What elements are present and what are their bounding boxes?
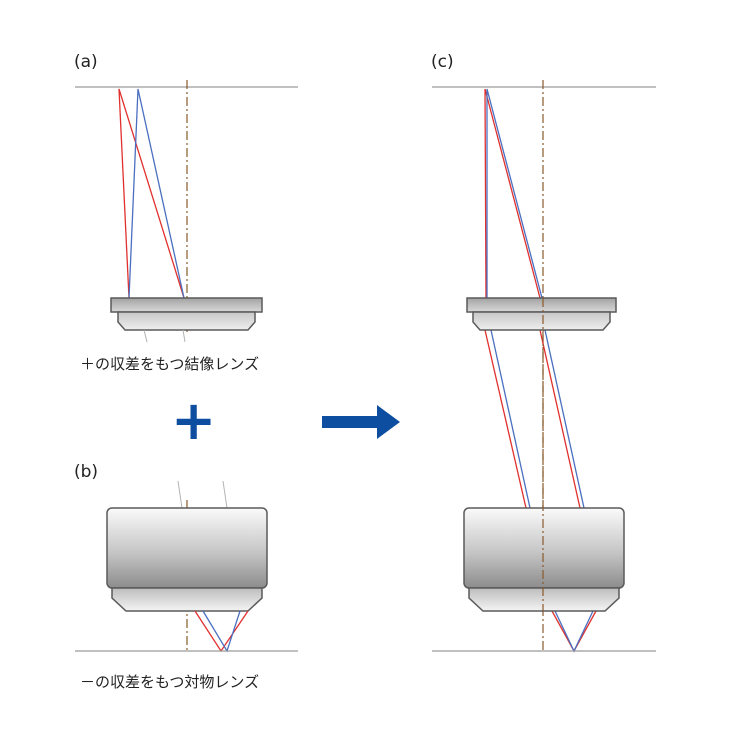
ray-set-blue-c [486, 88, 594, 653]
panel-label-a: (a) [74, 52, 98, 72]
plus-icon: + [171, 389, 217, 452]
caption-imaging-lens: ＋の収差をもつ結像レンズ [80, 355, 260, 373]
panel-label-c: (c) [431, 52, 454, 72]
entry-rays-b [177, 480, 228, 509]
arrow-right-icon [322, 405, 400, 439]
panel-label-b: (b) [74, 462, 99, 482]
imaging-lens-c [466, 297, 617, 331]
panel-c [432, 80, 656, 653]
ray-set-red-a [118, 88, 185, 299]
panel-a [75, 80, 298, 343]
imaging-lens-a [110, 297, 263, 331]
ray-set-red-b [194, 610, 249, 653]
objective-lens-c [463, 507, 625, 612]
ray-set-blue-a [128, 88, 185, 299]
objective-lens-b [106, 507, 268, 612]
ray-set-red-c [484, 88, 597, 653]
caption-objective-lens: －の収差をもつ対物レンズ [80, 673, 260, 691]
exit-rays-a [143, 329, 186, 343]
panel-b [75, 480, 298, 653]
